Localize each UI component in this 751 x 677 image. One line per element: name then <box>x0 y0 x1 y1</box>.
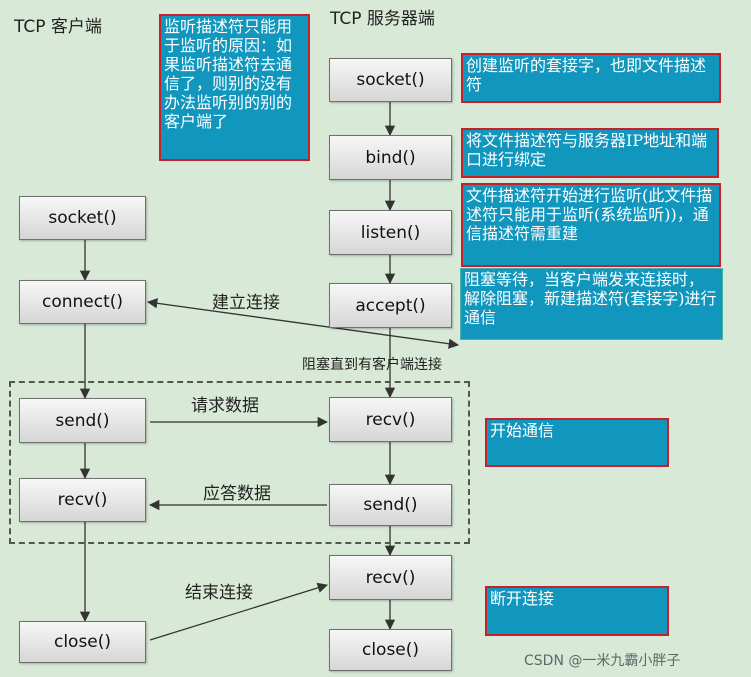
request-data-label: 请求数据 <box>191 396 259 416</box>
client-connect-box: connect() <box>19 280 146 324</box>
disconnect-note: 断开连接 <box>485 586 669 636</box>
client-socket-box: socket() <box>19 196 146 240</box>
bind-note: 将文件描述符与服务器IP地址和端口进行绑定 <box>461 128 719 178</box>
start-communication-note: 开始通信 <box>485 418 669 467</box>
server-recv-final-box: recv() <box>329 555 452 600</box>
server-bind-box: bind() <box>329 135 452 180</box>
arrow-establish-connection <box>146 298 460 349</box>
end-connection-label: 结束连接 <box>185 583 253 603</box>
client-recv-box: recv() <box>19 478 146 522</box>
server-close-box: close() <box>329 629 452 671</box>
arrow-end-connection <box>149 582 328 641</box>
listen-descriptor-note: 监听描述符只能用于监听的原因：如果监听描述符去通信了，则别的没有办法监听别的别的… <box>159 14 310 161</box>
server-title: TCP 服务器端 <box>330 9 435 29</box>
server-socket-box: socket() <box>329 58 452 102</box>
client-title: TCP 客户端 <box>14 17 102 37</box>
client-send-box: send() <box>19 398 146 443</box>
watermark: CSDN @一米九霸小胖子 <box>524 653 681 669</box>
server-accept-box: accept() <box>329 283 452 328</box>
client-close-box: close() <box>19 621 146 663</box>
listen-note: 文件描述符开始进行监听(此文件描述符只能用于监听(系统监听))，通信描述符需重建 <box>461 183 721 267</box>
server-send-box: send() <box>329 484 452 526</box>
establish-connection-label: 建立连接 <box>212 293 280 313</box>
socket-note: 创建监听的套接字，也即文件描述符 <box>461 53 721 103</box>
response-data-label: 应答数据 <box>203 484 271 504</box>
accept-note: 阻塞等待，当客户端发来连接时，解除阻塞，新建描述符(套接字)进行通信 <box>460 268 723 340</box>
blocking-label: 阻塞直到有客户端连接 <box>302 357 442 373</box>
communication-loop-frame <box>9 381 470 544</box>
server-recv-box: recv() <box>329 397 452 442</box>
server-listen-box: listen() <box>329 210 452 255</box>
